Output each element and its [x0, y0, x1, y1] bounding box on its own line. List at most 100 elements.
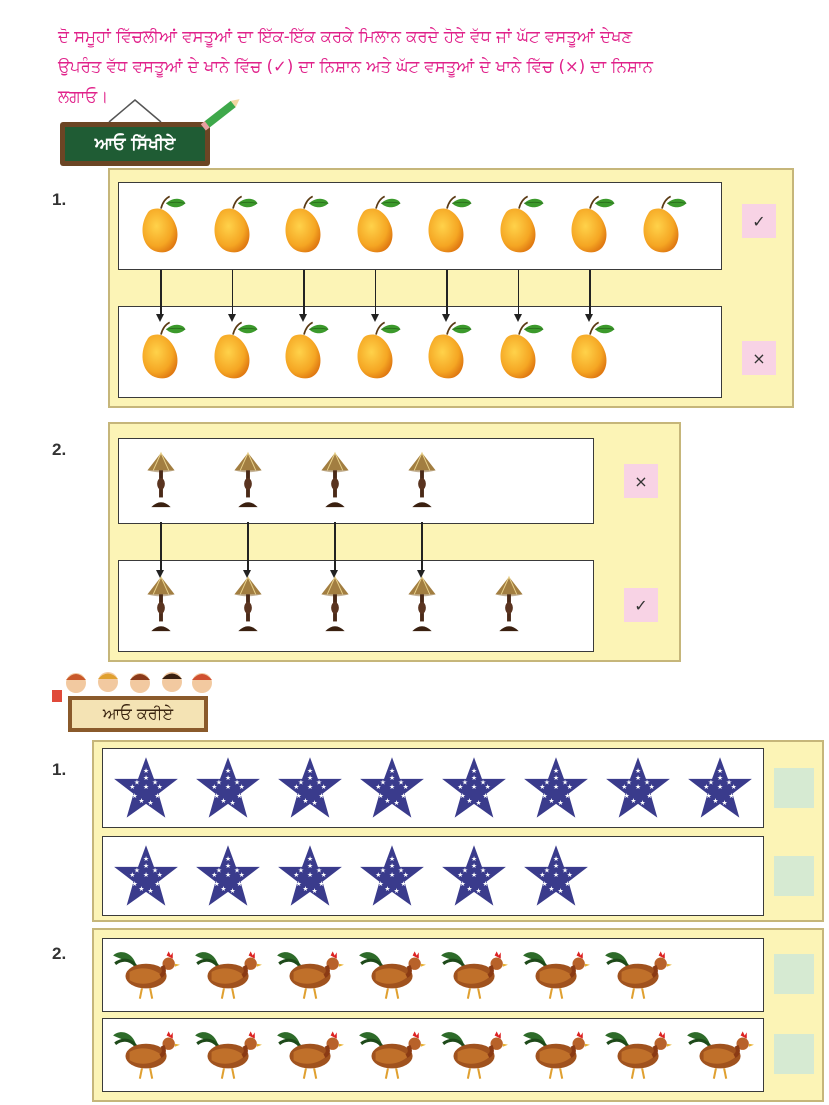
mango-icon — [636, 191, 688, 263]
exercise-1-number: 1. — [52, 760, 67, 779]
svg-text:★: ★ — [471, 855, 477, 863]
example-2-top-row — [118, 438, 594, 524]
svg-text:★: ★ — [703, 783, 709, 791]
svg-text:★: ★ — [214, 880, 220, 888]
svg-text:★: ★ — [307, 862, 313, 870]
svg-text:★: ★ — [485, 871, 491, 879]
svg-text:★: ★ — [389, 871, 395, 879]
mango-icon — [135, 317, 187, 389]
svg-text:★: ★ — [624, 792, 630, 800]
svg-text:★: ★ — [564, 792, 570, 800]
rooster-icon — [273, 1027, 345, 1085]
mango-icon — [564, 317, 616, 389]
rooster-icon — [437, 947, 509, 1005]
svg-text:★: ★ — [403, 871, 409, 879]
svg-text:★: ★ — [539, 871, 545, 879]
svg-text:★: ★ — [460, 792, 466, 800]
svg-text:★: ★ — [471, 862, 477, 870]
svg-text:★: ★ — [236, 792, 242, 800]
svg-text:★: ★ — [553, 862, 559, 870]
rooster-icon — [355, 947, 427, 1005]
svg-text:★: ★ — [234, 867, 240, 875]
mango-icon — [278, 317, 330, 389]
example-1-panel: ✓ × — [108, 168, 794, 408]
mango-icon — [207, 191, 259, 263]
svg-text:★: ★ — [462, 779, 468, 787]
svg-text:★: ★ — [138, 885, 144, 893]
star-icon: ★★★★★★★★★★★ — [521, 843, 591, 913]
exercise-1-top-answer-box[interactable] — [774, 768, 814, 808]
svg-text:★: ★ — [378, 880, 384, 888]
star-icon: ★★★★★★★★★★★ — [603, 755, 673, 825]
svg-text:★: ★ — [393, 887, 399, 895]
lamp-icon — [315, 449, 355, 515]
svg-text:★: ★ — [389, 783, 395, 791]
svg-text:★: ★ — [400, 880, 406, 888]
svg-text:★: ★ — [129, 783, 135, 791]
mango-icon — [350, 191, 402, 263]
match-arrow — [157, 522, 163, 578]
rooster-icon — [519, 947, 591, 1005]
svg-text:★: ★ — [298, 779, 304, 787]
star-icon: ★★★★★★★★★★★ — [357, 843, 427, 913]
svg-text:★: ★ — [708, 779, 714, 787]
svg-text:★: ★ — [400, 792, 406, 800]
svg-text:★: ★ — [143, 783, 149, 791]
svg-text:★: ★ — [548, 885, 554, 893]
svg-text:★: ★ — [302, 797, 308, 805]
svg-text:★: ★ — [389, 767, 395, 775]
svg-text:★: ★ — [717, 774, 723, 782]
exercise-1-bottom-row: ★★★★★★★★★★★ ★★★★★★★★★★★ ★★★★★★★★★★★ ★★★★… — [102, 836, 764, 916]
pencil-icon — [200, 99, 240, 131]
star-icon: ★★★★★★★★★★★ — [111, 755, 181, 825]
lamp-icon — [228, 573, 268, 639]
svg-text:★: ★ — [544, 867, 550, 875]
match-arrow — [228, 270, 235, 322]
rooster-icon — [191, 1027, 263, 1085]
svg-text:★: ★ — [129, 871, 135, 879]
svg-text:★: ★ — [239, 871, 245, 879]
board-hanger-icon — [108, 99, 162, 123]
star-icon: ★★★★★★★★★★★ — [193, 843, 263, 913]
lamp-icon — [402, 573, 442, 639]
star-icon: ★★★★★★★★★★★ — [193, 755, 263, 825]
svg-text:★: ★ — [553, 871, 559, 879]
svg-text:★: ★ — [293, 871, 299, 879]
star-icon: ★★★★★★★★★★★ — [439, 755, 509, 825]
exercise-2-number: 2. — [52, 944, 67, 963]
exercise-2-top-answer-box[interactable] — [774, 954, 814, 994]
example-1-bottom-mark: × — [742, 341, 776, 375]
match-arrow — [418, 522, 424, 578]
svg-text:★: ★ — [393, 799, 399, 807]
svg-text:★: ★ — [630, 797, 636, 805]
svg-text:★: ★ — [307, 783, 313, 791]
exercise-2-bottom-answer-box[interactable] — [774, 1034, 814, 1074]
svg-text:★: ★ — [380, 779, 386, 787]
svg-text:★: ★ — [389, 862, 395, 870]
exercise-1-bottom-answer-box[interactable] — [774, 856, 814, 896]
example-1-top-row — [118, 182, 722, 270]
match-arrow — [331, 522, 337, 578]
svg-text:★: ★ — [471, 774, 477, 782]
svg-text:★: ★ — [475, 799, 481, 807]
svg-text:★: ★ — [157, 871, 163, 879]
svg-text:★: ★ — [321, 871, 327, 879]
practice-heading: ਆਓ ਕਰੀਏ — [68, 696, 208, 732]
mango-icon — [350, 317, 402, 389]
instruction-line-1: ਦੋ ਸਮੂਹਾਂ ਵਿੱਚਲੀਆਂ ਵਸਤੂਆਂ ਦਾ ਇੱਕ-ਇੱਕ ਕਰਕ… — [58, 27, 633, 46]
instruction-text: ਦੋ ਸਮੂਹਾਂ ਵਿੱਚਲੀਆਂ ਵਸਤੂਆਂ ਦਾ ਇੱਕ-ਇੱਕ ਕਰਕ… — [58, 22, 826, 112]
svg-text:★: ★ — [553, 774, 559, 782]
svg-text:★: ★ — [225, 774, 231, 782]
example-2-number: 2. — [52, 440, 67, 459]
svg-text:★: ★ — [311, 887, 317, 895]
star-icon: ★★★★★★★★★★★ — [685, 755, 755, 825]
example-2-panel: × ✓ — [108, 422, 681, 662]
svg-text:★: ★ — [152, 867, 158, 875]
svg-text:★: ★ — [639, 799, 645, 807]
svg-text:★: ★ — [539, 783, 545, 791]
svg-text:★: ★ — [225, 871, 231, 879]
svg-text:★: ★ — [229, 887, 235, 895]
svg-text:★: ★ — [307, 855, 313, 863]
svg-text:★: ★ — [480, 867, 486, 875]
svg-text:★: ★ — [706, 792, 712, 800]
